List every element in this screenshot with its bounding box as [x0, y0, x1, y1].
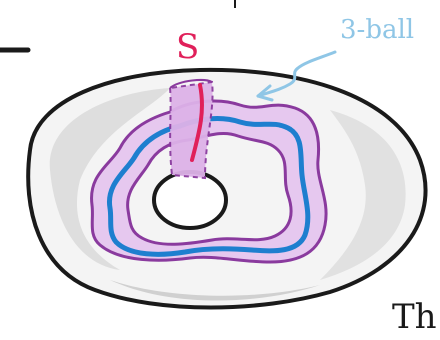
partial-text: Th — [392, 297, 437, 335]
sphere-label: S — [176, 27, 199, 67]
torus-hole — [154, 172, 226, 228]
ball-label: 3-ball — [340, 15, 414, 45]
